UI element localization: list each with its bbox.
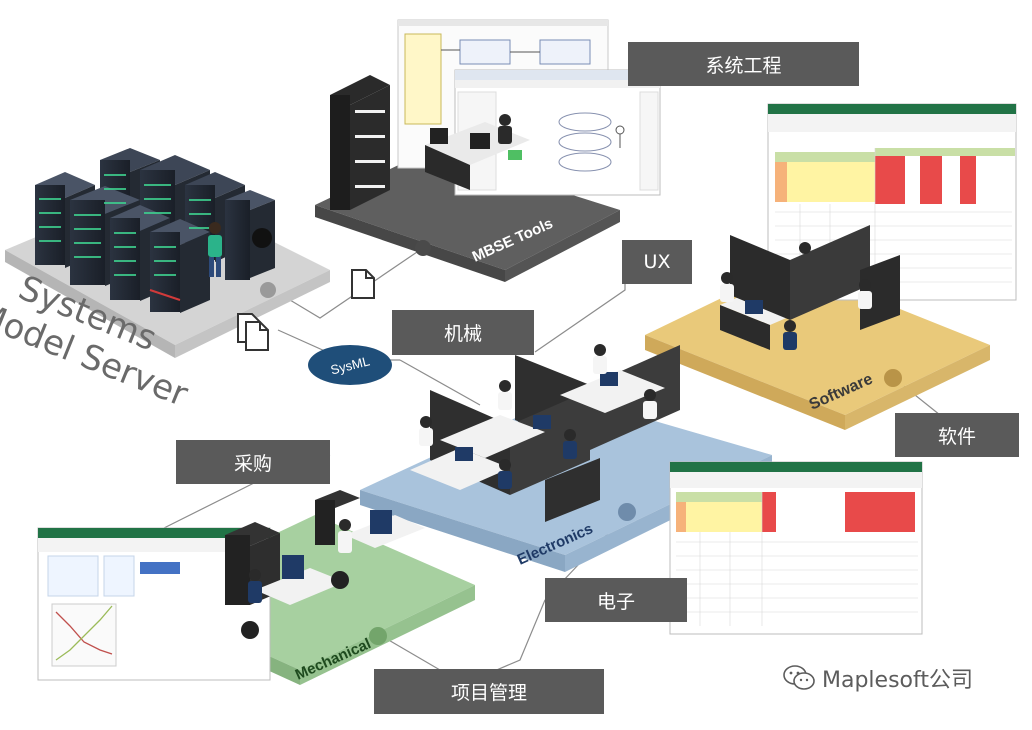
software-cubicles	[720, 225, 900, 350]
document-icon	[351, 269, 375, 299]
electronics-spreadsheet	[669, 461, 923, 635]
mbse-workstation	[425, 114, 530, 190]
sysml-badge: SysML	[308, 345, 392, 385]
label-mechanical: 机械	[392, 310, 534, 355]
mbse-bookshelf	[330, 75, 390, 210]
label-software: 软件	[895, 413, 1019, 457]
watermark-text: Maplesoft公司	[822, 668, 973, 693]
label-ux: UX	[622, 240, 692, 284]
mechanical-workstations	[225, 490, 425, 639]
label-electronics: 电子	[545, 578, 687, 622]
mbse-platform	[315, 150, 620, 282]
label-project-management: 项目管理	[374, 669, 604, 714]
label-systems-engineering: 系统工程	[628, 42, 859, 86]
wechat-icon	[783, 665, 815, 690]
watermark: Maplesoft公司	[782, 662, 973, 694]
label-procurement: 采购	[176, 440, 330, 484]
technician-figure	[208, 222, 222, 277]
documents-icon	[237, 313, 269, 351]
server-node-dot	[260, 282, 276, 298]
server-racks	[35, 148, 275, 313]
electronics-cubicles	[410, 344, 680, 522]
